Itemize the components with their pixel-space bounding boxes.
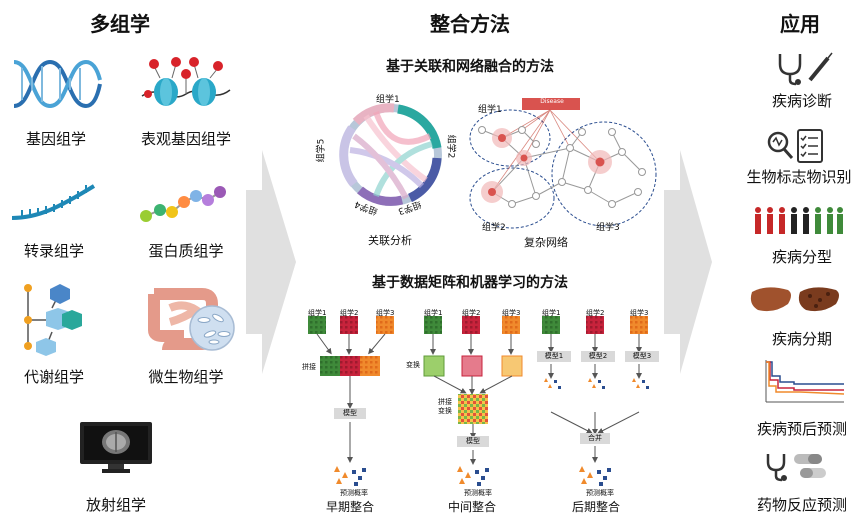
late-omics-2: 组学2 (586, 309, 605, 317)
patient-groups-icon (755, 207, 843, 234)
mid-omics-2: 组学2 (462, 309, 481, 317)
liver-stages-icon (750, 287, 839, 312)
late-omics-3: 组学3 (630, 309, 649, 317)
middle-title: 整合方法 (430, 12, 510, 36)
mid-omics-1: 组学1 (424, 309, 443, 317)
early-caption: 早期整合 (325, 500, 374, 514)
early-model-box: 模型 (334, 408, 366, 419)
nucleosome-icon (141, 57, 231, 106)
late-merge-box: 合并 (580, 433, 610, 444)
chord-caption: 关联分析 (368, 234, 412, 247)
network-diagram (469, 98, 657, 229)
gut-microbiome-icon (148, 288, 235, 351)
network-caption: 复杂网络 (524, 236, 568, 249)
mid-caption: 中间整合 (447, 500, 496, 514)
late-model-3-box: 模型3 (625, 351, 659, 362)
early-concat-label: 拼接 (302, 363, 316, 371)
metabolite-icon (24, 284, 82, 356)
app-biomarker: 生物标志物识别 (746, 168, 852, 186)
chord-arc-3 (407, 157, 442, 203)
label-microbiomics: 微生物组学 (148, 368, 224, 386)
right-title: 应用 (780, 12, 820, 36)
chord-label-5: 组学5 (316, 138, 327, 163)
mid-omics-3: 组学3 (502, 309, 521, 317)
mid-model-box: 模型 (457, 436, 489, 447)
early-omics-2: 组学2 (340, 309, 359, 317)
monitor-brain-icon (80, 422, 152, 473)
intermediate-integration (423, 316, 523, 465)
network-label-3: 组学3 (596, 223, 620, 233)
app-staging: 疾病分期 (771, 330, 832, 348)
biomarker-checklist-icon (767, 129, 823, 163)
chord-arc-2 (397, 104, 442, 149)
rna-icon (11, 184, 96, 220)
chord-diagram (339, 103, 442, 206)
label-proteomics: 蛋白质组学 (148, 242, 224, 260)
arrow-left-to-middle (246, 150, 296, 374)
chord-arc-4 (357, 186, 404, 206)
late-predict-label: 预测概率 (586, 489, 614, 497)
chord-label-1: 组学1 (376, 95, 400, 105)
top-subtitle: 基于关联和网络融合的方法 (386, 59, 554, 75)
label-transcriptomics: 转录组学 (23, 242, 84, 260)
late-model-1-box: 模型1 (537, 351, 571, 362)
left-title: 多组学 (90, 12, 150, 36)
early-integration (308, 316, 394, 463)
network-label-1: 组学1 (478, 105, 502, 115)
arrow-middle-to-right (664, 150, 712, 374)
app-subtyping: 疾病分型 (771, 248, 832, 266)
late-omics-1: 组学1 (542, 309, 561, 317)
mid-concat-transform-label: 拼接 变换 (438, 398, 452, 415)
label-metabolomics: 代谢组学 (23, 368, 84, 386)
label-radiomics: 放射组学 (85, 496, 146, 514)
integration-schemes (308, 316, 649, 486)
app-diagnosis: 疾病诊断 (771, 92, 832, 110)
label-epigenomics: 表观基因组学 (140, 130, 231, 148)
app-drug-response: 药物反应预测 (756, 496, 847, 514)
network-disease-label: Disease (540, 98, 564, 105)
late-integration (542, 316, 648, 463)
prediction-scatter (334, 378, 649, 486)
early-predict-label: 预测概率 (340, 489, 368, 497)
dna-icon (13, 59, 102, 109)
stethoscope-pills-icon (766, 454, 826, 482)
chord-arc-1 (352, 103, 395, 126)
label-genomics: 基因组学 (25, 130, 86, 148)
app-prognosis: 疾病预后预测 (756, 420, 847, 438)
chord-label-2: 组学2 (445, 134, 456, 159)
early-omics-1: 组学1 (308, 309, 327, 317)
stethoscope-syringe-icon (778, 52, 833, 86)
protein-chain-icon (140, 186, 226, 222)
mid-transform-label: 变换 (406, 361, 420, 369)
late-caption: 后期整合 (571, 500, 620, 514)
survival-curve-icon (765, 360, 845, 403)
mid-predict-label: 预测概率 (464, 489, 492, 497)
early-omics-3: 组学3 (376, 309, 395, 317)
chord-arc-5 (339, 125, 358, 187)
late-model-2-box: 模型2 (581, 351, 615, 362)
bottom-subtitle: 基于数据矩阵和机器学习的方法 (372, 275, 568, 291)
network-label-2: 组学2 (482, 223, 506, 233)
